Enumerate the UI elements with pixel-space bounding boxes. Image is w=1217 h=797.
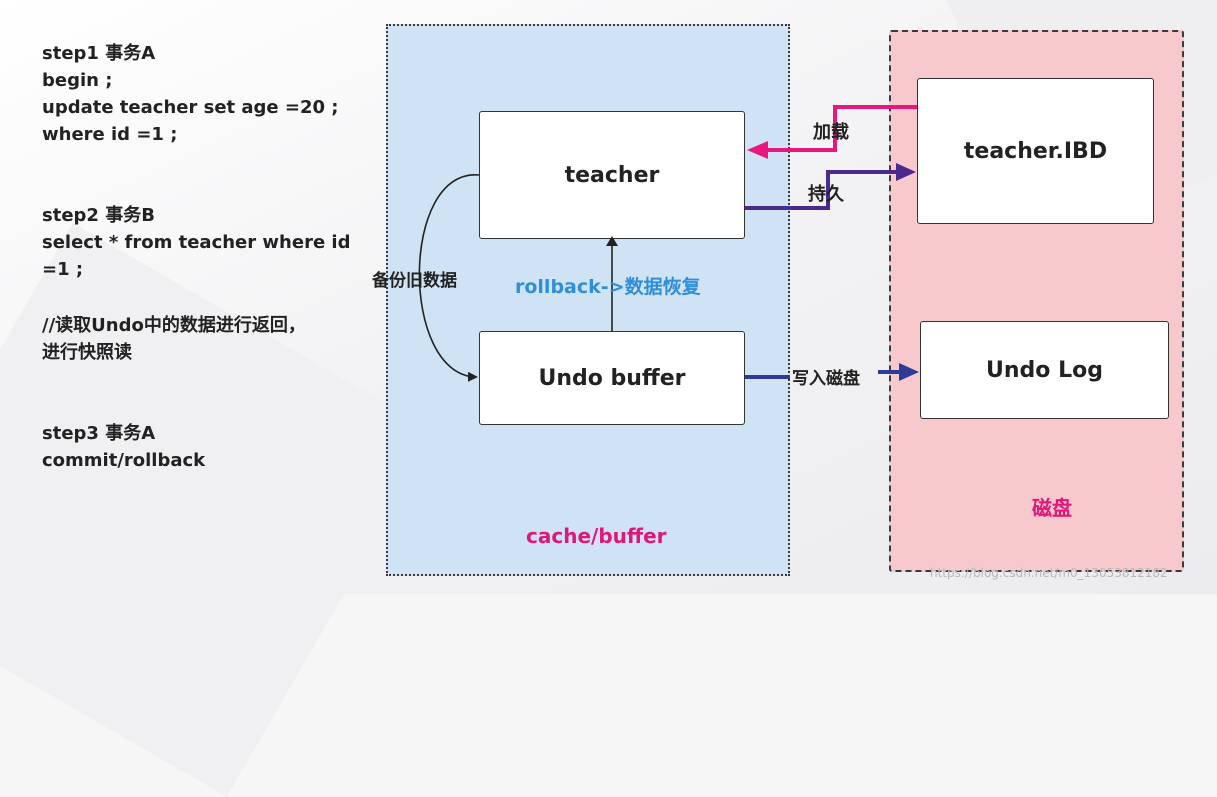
step1-line: where id =1 ; <box>42 124 178 145</box>
step2-line: =1 ; <box>42 259 84 280</box>
step2-line: step2 事务B <box>42 205 155 226</box>
persist-arrowhead <box>896 163 916 181</box>
disk-panel-label: 磁盘 <box>1032 496 1072 520</box>
undo-buffer-box: Undo buffer <box>479 331 745 425</box>
step1-line: step1 事务A <box>42 43 156 64</box>
persist-arrow <box>745 170 900 210</box>
step1-block: step1 事务A begin ; update teacher set age… <box>42 40 382 148</box>
step1-line: begin ; <box>42 70 113 91</box>
undo-log-box: Undo Log <box>920 321 1169 419</box>
rollback-arrowhead <box>606 236 618 246</box>
arrows-layer <box>418 105 919 382</box>
comment-line: 进行快照读 <box>42 342 132 363</box>
load-label: 加载 <box>813 122 849 143</box>
load-arrow <box>760 105 917 152</box>
teacher-ibd-box: teacher.IBD <box>917 78 1154 224</box>
cache-panel-label: cache/buffer <box>526 524 667 548</box>
teacher-box: teacher <box>479 111 745 239</box>
step2-block: step2 事务B select * from teacher where id… <box>42 202 382 283</box>
step1-line: update teacher set age =20 ; <box>42 97 339 118</box>
backup-arrow <box>418 174 480 382</box>
write-disk-arrowhead <box>899 363 919 381</box>
persist-label: 持久 <box>808 184 844 205</box>
watermark: https://blog.csdn.net/m0_13053812182 <box>930 566 1168 580</box>
backup-label: 备份旧数据 <box>372 271 457 291</box>
load-arrowhead <box>747 141 768 159</box>
comment-line: //读取Undo中的数据进行返回， <box>42 315 306 336</box>
step3-line: step3 事务A <box>42 423 156 444</box>
write-disk-label: 写入磁盘 <box>792 369 860 389</box>
step3-block: step3 事务A commit/rollback <box>42 420 382 474</box>
rollback-label: rollback->数据恢复 <box>515 276 701 298</box>
step3-line: commit/rollback <box>42 450 206 471</box>
comment-block: //读取Undo中的数据进行返回， 进行快照读 <box>42 312 382 366</box>
step2-line: select * from teacher where id <box>42 232 351 253</box>
